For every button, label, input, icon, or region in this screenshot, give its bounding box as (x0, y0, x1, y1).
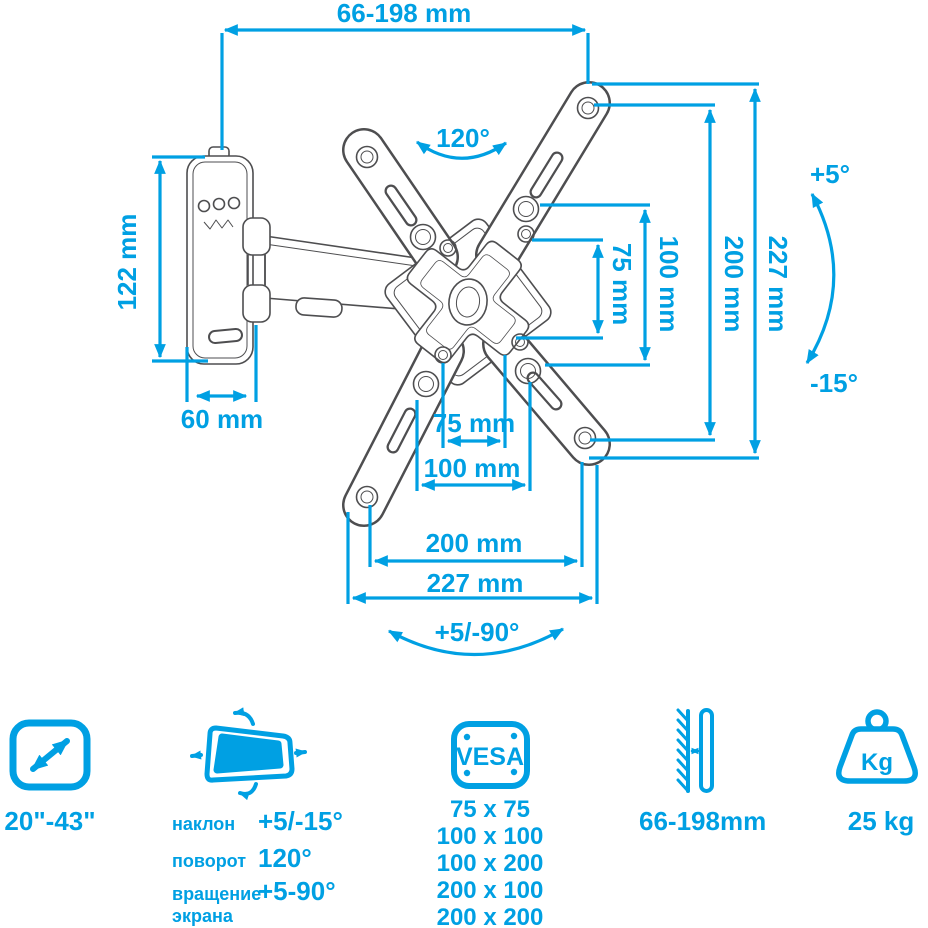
weight-icon-label: Kg (861, 749, 893, 776)
vesa-icon-label: VESA (456, 743, 524, 771)
dim-vesa-200-vertical: 200 mm (590, 103, 749, 442)
vesa-size-item: 200 x 100 (436, 877, 544, 904)
diagonal-arrow-icon (30, 738, 70, 772)
wall-plate (186, 146, 271, 365)
weight-icon: Kg (836, 709, 918, 784)
screen-size-label: 20"-43" (4, 806, 96, 836)
wall-mount-drawing (186, 81, 611, 527)
dim-vesa-100-vertical: 100 mm (540, 203, 684, 367)
dim-screen-rotation: +5/-90° (387, 617, 565, 657)
arm-extension-value: 66-198 mm (337, 0, 471, 28)
vesa-75-v-value: 75 mm (607, 243, 637, 325)
screen-rotation-value: +5/-90° (435, 617, 520, 647)
wall-distance-label: 66-198mm (639, 806, 767, 836)
dim-vesa-75-vertical: 75 mm (516, 238, 637, 340)
vesa-size-item: 75 x 75 (449, 796, 531, 823)
swivel-left-arrow-icon (190, 750, 203, 760)
dim-vesa-100-horizontal: 100 mm (415, 382, 532, 491)
vesa-75-h-value: 75 mm (433, 408, 515, 438)
plate-width-value: 60 mm (181, 404, 263, 434)
dim-plate-width: 60 mm (181, 325, 263, 434)
vesa-icon: VESA (451, 721, 530, 789)
spec-value-swivel: 120° (258, 843, 312, 873)
tv-profile-icon (699, 708, 714, 793)
dim-vesa-75-horizontal: 75 mm (433, 355, 515, 448)
screen-size-icon (9, 719, 91, 791)
tilt-swivel-icon (190, 707, 307, 801)
vesa-100-v-value: 100 mm (654, 236, 684, 333)
vesa-100-h-value: 100 mm (424, 453, 521, 483)
vesa-sizes-list: 75 x 75 100 x 100 100 x 200 200 x 100 20… (428, 796, 552, 928)
dim-vesa-200-horizontal: 200 mm (368, 462, 584, 567)
spec-row-tilt: наклон +5/-15° (172, 806, 343, 837)
vesa-size-item: 200 x 200 (436, 904, 544, 928)
spec-row-rotation: вращение экрана +5-90° (172, 876, 336, 927)
wall-hatch-icon (676, 708, 690, 793)
dim-arm-extension: 66-198 mm (220, 0, 590, 150)
rotate-ccw-arrow-icon (233, 707, 255, 726)
swivel-angle-value: 120° (436, 123, 490, 153)
dim-swivel-angle: 120° (416, 123, 507, 160)
weight-label: 25 kg (847, 806, 915, 836)
dim-plate-height: 122 mm (112, 155, 208, 363)
spec-value-tilt: +5/-15° (258, 806, 343, 836)
vesa-arm-top-left (342, 128, 459, 279)
tilt-up-value: +5° (810, 159, 850, 189)
spec-value-rotation: +5-90° (258, 876, 336, 906)
tilt-down-value: -15° (810, 368, 858, 398)
width-227-h-value: 227 mm (427, 568, 524, 598)
vesa-arm-top-right (475, 81, 611, 277)
dim-tilt-range: +5° -15° (805, 159, 858, 398)
vesa-size-item: 100 x 200 (436, 850, 544, 877)
vesa-200-v-value: 200 mm (719, 236, 749, 333)
plate-height-value: 122 mm (112, 214, 142, 311)
vesa-arm-bottom-left (342, 329, 465, 527)
spec-name-swivel: поворот (172, 851, 247, 871)
dim-width-227-horizontal: 227 mm (346, 465, 599, 604)
rotate-cw-arrow-icon (238, 782, 258, 801)
vesa-arm-bottom-right (482, 322, 611, 466)
wall-distance-icon (676, 708, 714, 793)
dim-height-227-vertical: 227 mm (589, 82, 793, 460)
swivel-right-arrow-icon (294, 748, 307, 758)
spec-name-tilt: наклон (172, 814, 236, 834)
vesa-size-item: 100 x 100 (436, 823, 544, 850)
height-227-v-value: 227 mm (763, 236, 793, 333)
spec-row-swivel: поворот 120° (172, 843, 312, 874)
vesa-200-h-value: 200 mm (426, 528, 523, 558)
spec-name-rotation: вращение экрана (172, 884, 262, 926)
